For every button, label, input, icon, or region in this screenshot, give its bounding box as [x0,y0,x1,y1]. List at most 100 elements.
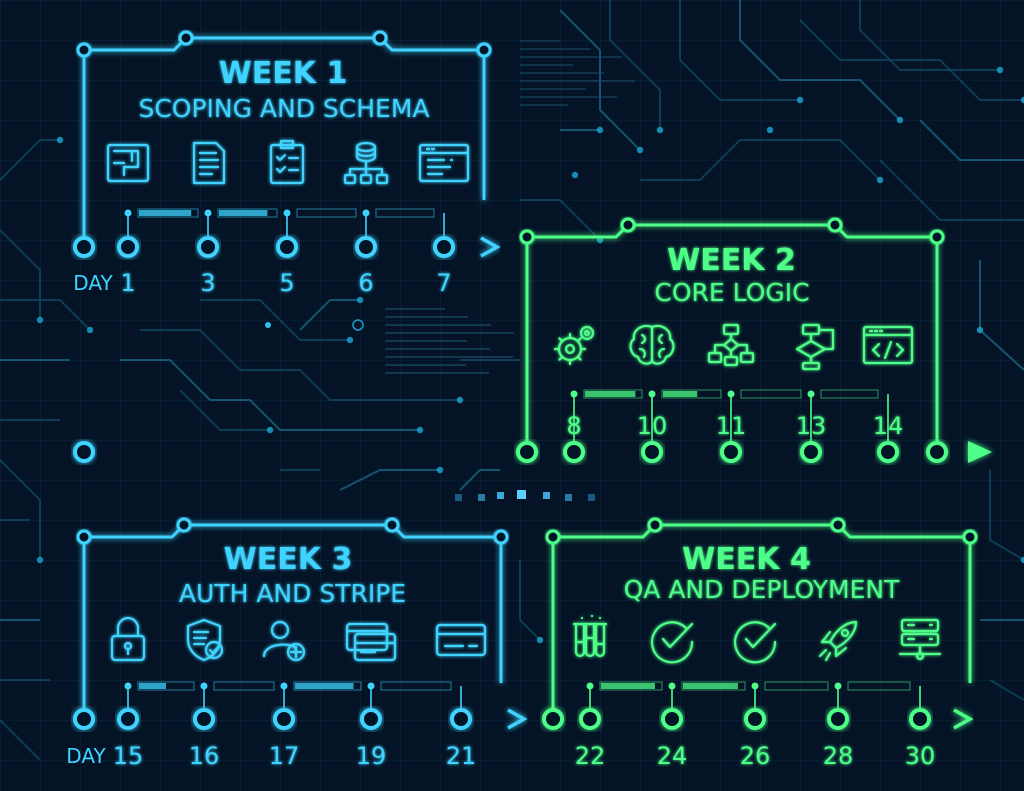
icon-stroke [638,325,666,363]
day-prefix-label: DAY [66,744,106,768]
indicator-square [455,494,462,501]
code-line [520,64,573,66]
icon-row [572,614,942,664]
timeline-node [909,708,931,730]
circuit-trace [519,560,541,641]
frame-node [962,529,978,545]
indicator-square [497,492,504,499]
icon-stroke [723,355,739,367]
circuit-trace [520,199,601,241]
indicator-square [565,494,572,501]
icon-stroke [707,351,723,364]
icon-stroke [820,630,848,658]
icon-stroke [906,623,934,641]
frame-node [827,217,843,233]
check-circle-icon [650,621,694,664]
circuit-trace [640,139,881,181]
icon-stroke [818,648,832,662]
circuit-pad [1020,96,1024,104]
day-number: 16 [189,742,220,770]
progress-fill [601,683,655,689]
circuit-trace [799,19,1024,101]
progress-fill [663,391,698,397]
frame-node [176,517,192,533]
check-circle-icon [733,621,777,664]
code-line [520,72,604,74]
icon-stroke [110,634,146,662]
icon-stroke [840,628,850,638]
icon-stroke [192,630,210,646]
day-number: 3 [200,269,215,297]
timeline-arrow [507,708,528,730]
circuit-pad [766,126,774,134]
icon-stroke [744,622,777,649]
circuit-pad [416,426,424,434]
icon-stroke [359,173,373,185]
code-window-icon [418,143,470,183]
icon-stroke [289,645,303,659]
icon-stroke [580,614,602,620]
icon-stroke [801,361,821,371]
timeline-node [450,708,472,730]
circuit-pad [436,466,444,474]
circuit-decoration [0,0,1024,761]
card-frame [525,223,939,452]
icon-stroke [426,158,452,176]
timeline-arrow [480,236,501,258]
code-line [520,104,568,106]
icon-stroke [650,621,694,664]
circuit-trace [679,0,800,101]
card-frame [82,36,486,247]
code-line [520,56,622,58]
frame-node [545,529,561,545]
circuit-trace [609,0,661,130]
circuit-trace [989,679,1024,701]
circuit-pad [266,426,274,434]
timeline-node [193,708,215,730]
icon-stroke [204,640,224,660]
progress-slot [661,389,722,399]
cards-icon [345,622,397,662]
day-prefix-label: DAY [73,271,113,295]
progress-slot [137,681,195,691]
week-subtitle: SCOPING AND SCHEMA [138,94,429,123]
timeline-start-node [73,708,95,730]
indicator-square [588,494,595,501]
code-line [385,332,514,334]
progress-fill [139,210,192,216]
icon-stroke [208,645,220,655]
icon-stroke [862,325,914,365]
test-tubes-icon [572,614,608,658]
code-line [385,348,490,350]
icon-row [553,323,914,371]
code-line [520,40,560,42]
day-number: 13 [796,412,827,440]
progress-slot [137,208,199,218]
progress-fill [139,683,166,689]
progress-slot [296,208,357,218]
icon-stroke [739,351,755,364]
icon-stroke [279,139,295,150]
week-subtitle: CORE LOGIC [654,278,809,307]
process-flow-icon [795,323,835,371]
icon-stroke [661,622,694,649]
frame-node [178,30,194,46]
indicator-square [517,490,526,499]
code-line [385,308,445,310]
progress-slot [380,681,452,691]
icon-stroke [574,622,586,658]
progress-slot [213,681,275,691]
circuit-trace [0,299,91,331]
icon-stroke [345,622,389,652]
timeline-node [744,708,766,730]
progress-slot [293,681,362,691]
circuit-pad [896,116,904,124]
circuit-trace [179,389,270,431]
circuit-trace [299,299,360,331]
icon-stroke [418,143,470,183]
user-add-icon [262,620,306,662]
circuit-pad [56,136,64,144]
frame-node [76,42,92,58]
